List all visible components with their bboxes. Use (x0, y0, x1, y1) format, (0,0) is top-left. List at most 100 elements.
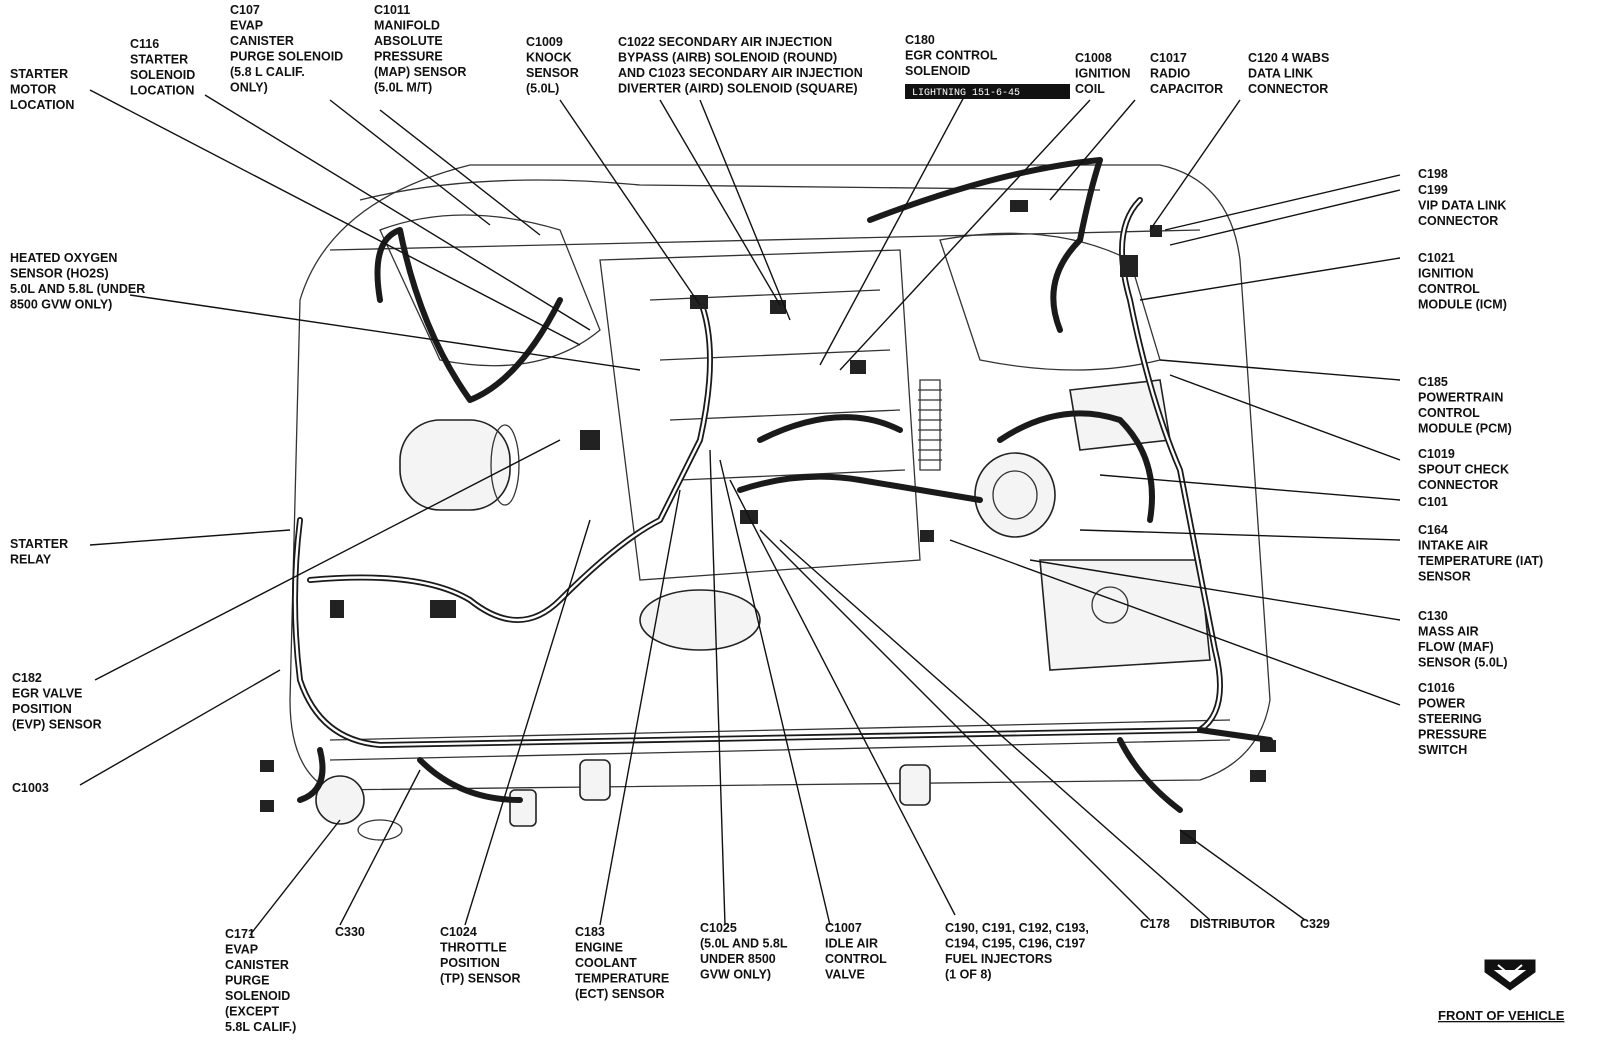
label-distributor: DISTRIBUTOR (1190, 917, 1275, 931)
label-line: SENSOR (5.0L) (1418, 656, 1508, 670)
label-line: EVAP (230, 19, 263, 33)
label-line: AND C1023 SECONDARY AIR INJECTION (618, 66, 863, 80)
label-line: (EVP) SENSOR (12, 718, 102, 732)
plenum-shape (639, 589, 761, 651)
label-line: (TP) SENSOR (440, 972, 521, 986)
label-line: 5.8L CALIF.) (225, 1020, 296, 1034)
label-line: C1003 (12, 781, 49, 795)
label-line: POSITION (12, 702, 72, 716)
label-line: C1007 (825, 921, 862, 935)
label-line: C107 (230, 3, 260, 17)
wiring-harness (260, 157, 1276, 844)
label-line: VIP DATA LINK (1418, 199, 1506, 213)
label-line: SOLENOID (130, 68, 195, 82)
label-c1003: C1003 (12, 781, 49, 795)
injector-pod-shape (579, 759, 611, 801)
label-line: INTAKE AIR (1418, 539, 1488, 553)
label-line: RELAY (10, 553, 52, 567)
label-line: CONTROL (825, 952, 887, 966)
distributor-cap-shape (974, 452, 1056, 538)
label-line: STARTER (10, 537, 68, 551)
label-line: BYPASS (AIRB) SOLENOID (ROUND) (618, 51, 837, 65)
label-line: C1016 (1418, 681, 1455, 695)
label-line: SENSOR (1418, 570, 1471, 584)
label-c198: C198 (1418, 167, 1448, 181)
label-line: C198 (1418, 167, 1448, 181)
label-line: POWER (1418, 697, 1465, 711)
label-line: CONNECTOR (1248, 82, 1328, 96)
label-line: CONNECTOR (1418, 214, 1498, 228)
label-line: UNDER 8500 (700, 952, 776, 966)
label-line: (ECT) SENSOR (575, 987, 665, 1001)
label-line: C164 (1418, 523, 1448, 537)
label-line: TEMPERATURE (575, 972, 669, 986)
label-line: PRESSURE (1418, 728, 1487, 742)
injector-pod-shape (899, 764, 931, 806)
label-line: DIVERTER (AIRD) SOLENOID (SQUARE) (618, 82, 858, 96)
label-line: (5.0L AND 5.8L (700, 937, 788, 951)
label-line: MOTOR (10, 83, 56, 97)
label-line: C1011 (374, 3, 410, 17)
label-line: C199 (1418, 183, 1448, 197)
label-line: C1021 (1418, 251, 1455, 265)
label-line: MODULE (ICM) (1418, 298, 1507, 312)
label-line: C101 (1418, 495, 1448, 509)
label-line: C183 (575, 925, 605, 939)
label-line: C1009 (526, 35, 563, 49)
label-line: EGR VALVE (12, 687, 82, 701)
label-line: C1017 (1150, 51, 1187, 65)
label-line: 8500 GVW ONLY) (10, 298, 112, 312)
front-of-vehicle-indicator: FRONT OF VEHICLE (1438, 959, 1565, 1023)
label-line: RADIO (1150, 67, 1191, 81)
label-line: PURGE (225, 974, 269, 988)
label-line: PRESSURE (374, 50, 443, 64)
label-line: C329 (1300, 917, 1330, 931)
label-line: COOLANT (575, 956, 637, 970)
label-line: C194, C195, C196, C197 (945, 937, 1085, 951)
label-line: C116 (130, 37, 159, 51)
label-line: EGR CONTROL (905, 49, 998, 63)
label-line: ENGINE (575, 941, 623, 955)
label-line: C1024 (440, 925, 477, 939)
label-line: STARTER (130, 53, 188, 67)
injector-pod-shape (509, 789, 537, 827)
label-line: POSITION (440, 956, 500, 970)
label-line: MASS AIR (1418, 625, 1479, 639)
label-line: VALVE (825, 968, 865, 982)
label-line: ONLY) (230, 81, 268, 95)
label-line: (1 OF 8) (945, 968, 992, 982)
label-line: (5.0L) (526, 82, 559, 96)
label-c178: C178 (1140, 917, 1170, 931)
label-line: KNOCK (526, 51, 572, 65)
label-line: THROTTLE (440, 941, 507, 955)
label-line: ABSOLUTE (374, 34, 443, 48)
label-c101: C101 (1418, 495, 1448, 509)
label-line: FLOW (MAF) (1418, 640, 1494, 654)
label-line: IGNITION (1418, 267, 1474, 281)
label-line: SOLENOID (905, 64, 970, 78)
label-line: C1019 (1418, 447, 1455, 461)
label-line: C190, C191, C192, C193, (945, 921, 1089, 935)
oil-filter-shape (399, 419, 511, 511)
label-line: SENSOR (HO2S) (10, 267, 109, 281)
engine-bay-drawing (289, 164, 1271, 841)
label-starter-relay: STARTER RELAY (10, 537, 68, 567)
down-chevron-arrow-icon (1484, 959, 1536, 991)
label-line: C1022 SECONDARY AIR INJECTION (618, 35, 832, 49)
